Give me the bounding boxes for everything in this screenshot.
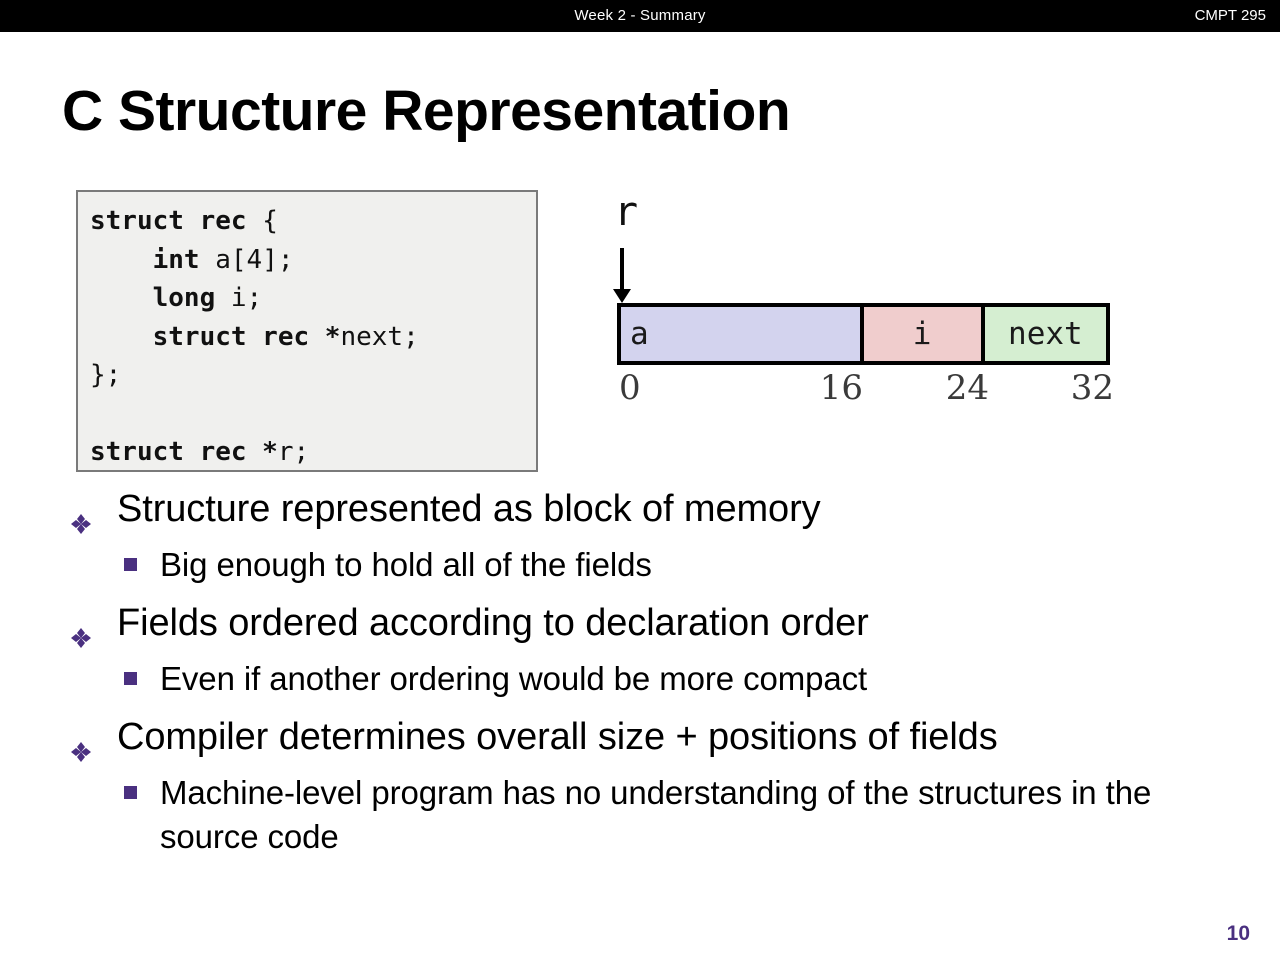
offset-tick-32: 32 [1070,368,1114,408]
offset-tick-16: 16 [819,368,863,408]
bullet-item-level2: Even if another ordering would be more c… [62,657,1242,701]
code-block: struct rec { int a[4]; long i; struct re… [76,190,538,472]
bullet-text: Compiler determines overall size + posit… [117,716,998,758]
header-section-title: Week 2 - Summary [574,7,706,24]
bullet-text: Machine-level program has no understandi… [160,774,1152,855]
bullet-item-level1: Compiler determines overall size + posit… [62,714,1242,762]
diamond-cluster-bullet-icon [71,613,91,648]
square-bullet-icon [124,672,137,685]
page-title: C Structure Representation [62,79,791,143]
bullet-text: Fields ordered according to declaration … [117,602,869,644]
code-line: int a[4]; [90,241,536,280]
code-line: struct rec *next; [90,318,536,357]
code-keyword: struct rec * [90,321,341,352]
code-line: struct rec *r; [90,433,536,472]
memory-cell-label: i [912,316,932,352]
diamond-cluster-bullet-icon [71,499,91,534]
offset-tick-0: 0 [619,368,641,408]
bullet-list: Structure represented as block of memory… [62,486,1242,872]
slide-header-bar: Week 2 - Summary CMPT 295 [0,0,1280,32]
memory-cell-label: a [630,316,649,352]
header-course-code: CMPT 295 [1194,7,1266,24]
pointer-arrow-shaft [620,248,624,292]
code-line: struct rec { [90,202,536,241]
code-keyword: struct rec * [90,437,278,467]
bullet-item-level1: Structure represented as block of memory [62,486,1242,534]
memory-block-row: a i next [617,303,1110,365]
offset-tick-24: 24 [945,368,989,408]
code-identifier: }; [90,360,122,390]
code-identifier: a[4]; [215,244,294,275]
memory-offset-axis: 0 16 24 32 [617,368,1114,408]
code-line-blank [90,395,536,434]
memory-cell-next: next [984,307,1106,361]
code-identifier: i; [230,283,263,313]
code-keyword: int [90,244,216,275]
memory-cell-i: i [863,307,985,361]
pointer-label-r: r [614,189,639,235]
memory-layout-diagram: r a i next 0 16 24 32 [600,190,1160,415]
bullet-text: Even if another ordering would be more c… [160,660,868,697]
code-keyword: long [90,283,231,313]
bullet-item-level2: Big enough to hold all of the fields [62,543,1242,587]
memory-cell-a: a [621,307,864,361]
pointer-arrow-head-icon [613,289,631,303]
slide-page-number: 10 [1226,922,1250,945]
diamond-cluster-bullet-icon [71,727,91,762]
square-bullet-icon [124,786,137,799]
bullet-item-level2: Machine-level program has no understandi… [62,771,1242,859]
code-identifier: r; [277,437,310,467]
code-identifier: { [262,206,278,236]
bullet-text: Structure represented as block of memory [117,488,821,530]
code-keyword: struct rec [90,206,263,236]
code-identifier: next; [340,321,419,352]
bullet-text: Big enough to hold all of the fields [160,546,652,583]
square-bullet-icon [124,558,137,571]
memory-cell-label: next [1008,316,1083,352]
code-line: long i; [90,279,536,318]
bullet-item-level1: Fields ordered according to declaration … [62,600,1242,648]
code-line: }; [90,356,536,395]
